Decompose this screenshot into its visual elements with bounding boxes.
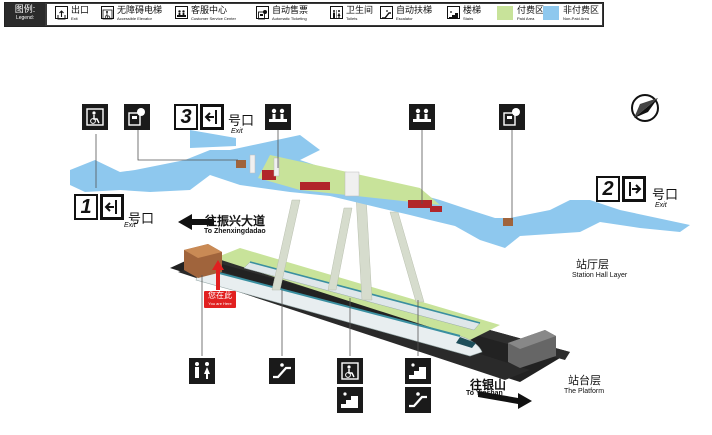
platform-label-en: The Platform: [564, 388, 605, 395]
customer-service-icon: [269, 108, 287, 122]
exit3-passage: [190, 130, 236, 148]
ticket-gates: [236, 160, 513, 226]
legend-label-en: Escalator: [396, 16, 413, 21]
toilets-icon: [330, 6, 343, 19]
exit-arrow-icon: [625, 179, 643, 199]
legend-title: 图例: Legend:: [5, 3, 45, 26]
leader-lines: [95, 130, 513, 356]
legend-label-en: Non-Paid Area: [563, 16, 590, 21]
legend-label-zh: 出口: [71, 5, 90, 15]
exit-1-number: 1: [74, 194, 98, 220]
legend-label-en: Paid Area: [517, 16, 535, 21]
exit-icon: [55, 6, 68, 20]
legend-title-en: Legend:: [15, 15, 35, 21]
west-direction-arrow: [178, 214, 214, 230]
platform-equipment-room: [508, 330, 556, 368]
customer-service-sign: [265, 104, 291, 130]
escalator-sign: [269, 358, 295, 384]
toilets-icon: [195, 362, 210, 379]
exit-arrow-icon: [203, 107, 221, 127]
legend-title-zh: 图例:: [14, 4, 36, 14]
exit-3-en: Exit: [231, 128, 243, 135]
direction-west-en: To Zhenxingdadao: [204, 228, 266, 235]
legend-label-zh: 无障碍电梯: [117, 5, 163, 15]
ticket-machine-icon: [503, 108, 520, 126]
you-are-here-en: You are Here: [208, 301, 232, 306]
ticket-machine-icon: [256, 6, 269, 20]
stairs-icon: [447, 6, 460, 19]
you-are-here-zh: 您在此: [208, 291, 232, 300]
ticket-machine-sign: [124, 104, 150, 130]
stairs-icon: [409, 363, 426, 379]
legend-label-zh: 非付费区: [563, 5, 600, 15]
legend-label-zh: 自动售票: [272, 5, 309, 15]
exit-3-suffix: 号口: [228, 113, 255, 128]
legend-label-en: Accessible Elevator: [117, 16, 152, 21]
you-are-here-arrow: [212, 260, 224, 290]
legend-label-en: Toilets: [346, 16, 358, 21]
station-hall-label-en: Station Hall Layer: [572, 272, 628, 279]
platform-label-zh: 站台层: [568, 375, 601, 387]
legend-label-en: Customer Service Center: [191, 16, 236, 21]
legend-label-zh: 客服中心: [191, 5, 228, 15]
direction-west-zh: 往振兴大道: [205, 214, 266, 228]
accessible-elevator-sign: [82, 104, 108, 130]
exit-3-arrow-box: [200, 104, 224, 130]
exit-1-suffix: 号口: [128, 211, 155, 226]
you-are-here-marker: 您在此 You are Here: [204, 291, 236, 308]
paid-area-swatch: [497, 6, 513, 20]
exit-1-en: Exit: [124, 222, 136, 229]
escalator-icon: [380, 6, 393, 19]
concourse-columns: [249, 154, 360, 197]
toilets-sign: [189, 358, 215, 384]
accessible-elevator-sign-platform: [337, 358, 363, 384]
exit-2-en: Exit: [655, 202, 667, 209]
escalator-sign-2: [405, 387, 431, 413]
ticket-machine-sign-2: [499, 104, 525, 130]
customer-service-icon: [175, 6, 188, 19]
exit-3-number: 3: [174, 104, 198, 130]
ticket-machine-icon: [128, 108, 145, 126]
legend-label-zh: 楼梯: [463, 5, 482, 15]
escalator-icon: [273, 363, 291, 379]
legend-label-en: Exit: [71, 16, 78, 21]
accessible-elevator-icon: [86, 108, 104, 126]
stairs-icon: [341, 392, 358, 408]
stairs-sign: [337, 387, 363, 413]
accessible-elevator-icon: [101, 6, 114, 20]
station-hall-label-zh: 站厅层: [576, 259, 609, 271]
vertical-connections: [271, 195, 425, 303]
exit-2-arrow-box: [622, 176, 646, 202]
exit-1-arrow-box: [100, 194, 124, 220]
legend-label-zh: 付费区: [517, 5, 545, 15]
legend-panel: 出口 Exit 无障碍电梯 Accessible Elevator 客服中心 C…: [47, 4, 602, 25]
customer-service-icon: [413, 108, 431, 122]
legend-label-zh: 自动扶梯: [396, 5, 433, 15]
exit-2-number: 2: [596, 176, 620, 202]
exit-2-suffix: 号口: [652, 187, 679, 202]
east-direction-arrow: [478, 391, 532, 409]
legend-label-en: Stairs: [463, 16, 474, 21]
accessible-elevator-icon: [341, 362, 359, 380]
direction-east-zh: 往银山: [470, 378, 507, 392]
escalator-icon: [409, 392, 427, 408]
customer-service-sign-2: [409, 104, 435, 130]
legend-label-en: Automatic Ticketing: [272, 16, 307, 21]
direction-east-en: To Yinshan: [466, 390, 503, 397]
legend-label-zh: 卫生间: [346, 5, 374, 15]
legend-bar: 图例: Legend: 出口 Exit 无障碍电梯 Accessible Ele…: [4, 2, 604, 27]
exit-arrow-icon: [103, 197, 121, 217]
stairs-sign-2: [405, 358, 431, 384]
non-paid-area-swatch: [543, 6, 559, 20]
compass-icon: [631, 94, 659, 122]
